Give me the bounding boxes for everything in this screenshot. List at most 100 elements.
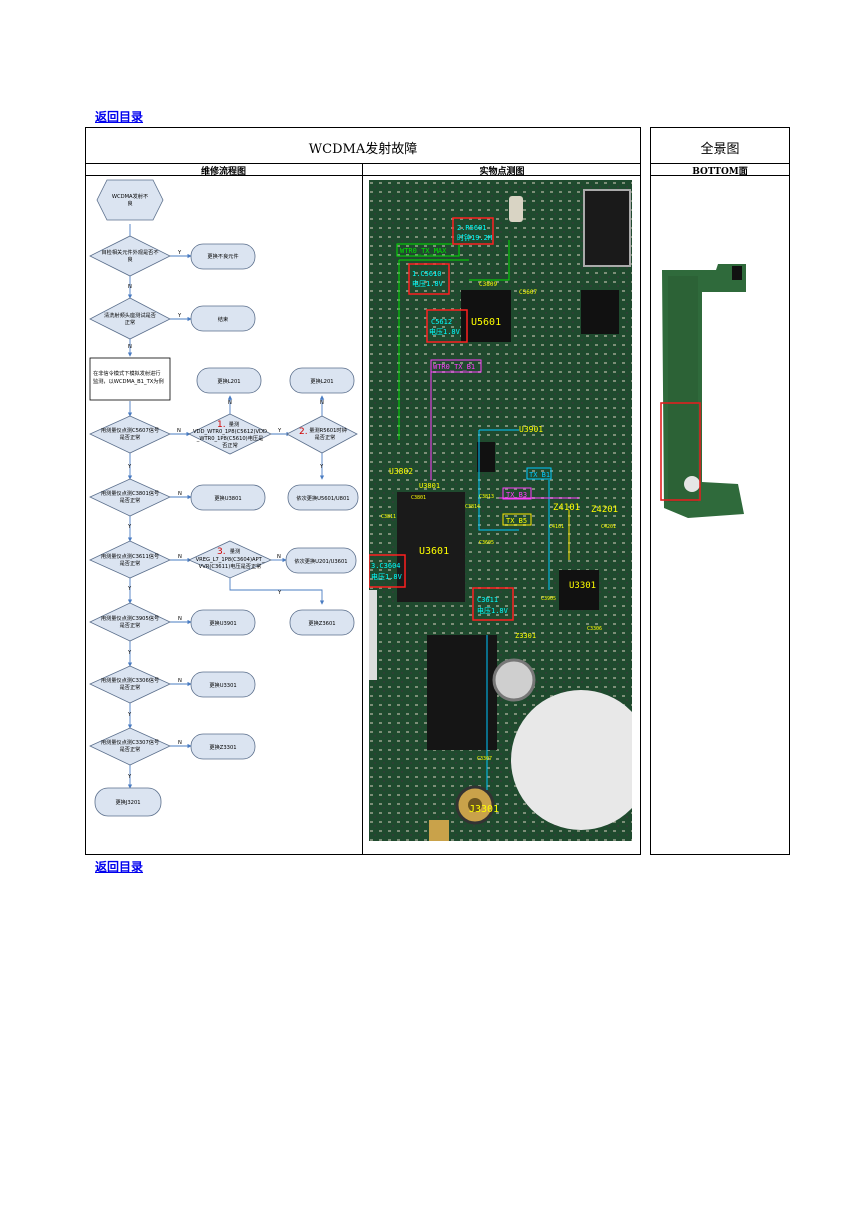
svg-text:2.R5601: 2.R5601 [457,224,487,232]
svg-text:电压1.8V: 电压1.8V [429,327,461,336]
back-to-toc-link-bottom[interactable]: 返回目录 [95,860,144,874]
result-replace-z3601: 更换Z3601 [289,609,355,636]
svg-text:更换Z3601: 更换Z3601 [308,619,335,627]
svg-text:用测量仪点测C3611信号: 用测量仪点测C3611信号 [101,552,159,560]
svg-text:VDD_WTR0_1P8(C5612)VDD: VDD_WTR0_1P8(C5612)VDD [193,429,267,435]
svg-text:电压1.8V: 电压1.8V [371,572,403,581]
svg-text:C4101: C4101 [549,524,564,530]
svg-text:否正常: 否正常 [222,441,238,449]
svg-text:用测量仪点测C5607信号: 用测量仪点测C5607信号 [101,426,159,434]
svg-text:更换U3301: 更换U3301 [209,681,236,689]
svg-text:Y: Y [127,464,132,470]
svg-text:更换L201: 更换L201 [217,377,240,385]
svg-text:更换Z3301: 更换Z3301 [209,743,236,751]
svg-text:C5612: C5612 [431,318,452,326]
svg-text:N: N [128,344,132,350]
svg-text:2.: 2. [299,427,308,437]
svg-text:更换L201: 更换L201 [310,377,333,385]
svg-text:C3611: C3611 [477,596,498,604]
svg-text:依次更换U5601/U801: 依次更换U5601/U801 [296,494,349,502]
svg-text:WCDMA发射不: WCDMA发射不 [112,192,148,200]
svg-text:更换U3801: 更换U3801 [214,494,241,502]
svg-text:C3814: C3814 [465,504,480,510]
col-header-flow: 维修流程图 [200,167,246,177]
decision-c3306: 用测量仪点测C3306信号 是否正常 [89,665,171,704]
svg-text:更换J3201: 更换J3201 [115,798,140,806]
svg-text:Z3301: Z3301 [515,632,536,640]
svg-text:C4201: C4201 [601,524,616,530]
result-replace-u3801: 更换U3801 [190,484,266,511]
result-replace-part: 更换不良元件 [190,243,256,270]
svg-text:依次更换U201/U3601: 依次更换U201/U3601 [294,557,347,565]
svg-text:N: N [228,400,232,406]
col-header-photo: 实物点测图 [479,167,525,177]
svg-text:N: N [277,554,281,560]
svg-text:C3605: C3605 [479,540,494,546]
pcb-measurement-photo: WTR0_TX_MAX 2.R5601 时钟19.2M 1.C5610 电压1.… [369,180,632,841]
svg-text:U3901: U3901 [519,425,543,434]
svg-text:是否正常: 是否正常 [315,433,336,441]
svg-text:N: N [178,491,182,497]
svg-text:结束: 结束 [218,315,228,323]
result-replace-l201-a: 更换L201 [196,367,262,394]
svg-text:是否正常: 是否正常 [120,621,141,629]
svg-text:良: 良 [127,199,132,207]
svg-text:Y: Y [127,650,132,656]
decision-c5607: 用测量仪点测C5607信号 是否正常 [89,415,171,454]
svg-text:WTR0_TX_B1: WTR0_TX_B1 [433,363,475,371]
svg-text:C3809: C3809 [479,281,497,288]
svg-text:良: 良 [127,255,132,263]
svg-text:N: N [178,740,182,746]
svg-text:用测量仪点测C3307信号: 用测量仪点测C3307信号 [101,738,159,746]
main-table [85,127,641,855]
divider [85,175,641,176]
svg-text:N: N [178,554,182,560]
svg-text:U5601: U5601 [471,317,501,328]
svg-text:N: N [178,678,182,684]
result-replace-u3901: 更换U3901 [190,609,256,636]
svg-text:是否正常: 是否正常 [120,745,141,753]
decision-vreg-voltage: 3. 量测 VREG_L7_1P8(C3604)APT_ VVR(C3611)电… [188,540,272,579]
svg-text:是否正常: 是否正常 [120,559,141,567]
svg-text:1.C5610: 1.C5610 [412,270,442,278]
overview-title: 全景图 [700,142,740,157]
svg-text:Z4201: Z4201 [591,505,618,515]
svg-text:N: N [178,616,182,622]
flow-start: WCDMA发射不 良 [96,179,164,221]
svg-text:正常: 正常 [125,318,135,326]
overview-table [650,127,790,855]
svg-text:WTR0_TX_MAX: WTR0_TX_MAX [400,247,447,255]
svg-text:C3813: C3813 [479,494,494,500]
svg-text:Y: Y [127,586,132,592]
svg-text:量测R5601时钟: 量测R5601时钟 [309,426,347,434]
svg-text:量测: 量测 [230,547,240,555]
svg-text:量测: 量测 [229,420,239,428]
svg-text:用测量仪点测C3801信号: 用测量仪点测C3801信号 [101,489,159,497]
svg-text:1.: 1. [217,420,226,430]
svg-text:C5607: C5607 [519,289,537,296]
svg-text:电压1.8V: 电压1.8V [477,606,509,615]
decision-vdd-wtr-voltage: 1. 量测 VDD_WTR0_1P8(C5612)VDD _WTR0_1P8(C… [188,413,272,455]
svg-text:U3601: U3601 [419,546,449,557]
svg-text:Y: Y [177,313,182,319]
svg-text:C3801: C3801 [411,495,426,501]
svg-text:_WTR0_1P8(C5610)电压是: _WTR0_1P8(C5610)电压是 [196,434,264,442]
result-replace-u3301: 更换U3301 [190,671,256,698]
decision-c3611: 用测量仪点测C3611信号 是否正常 [89,540,171,579]
result-replace-z3301: 更换Z3301 [190,733,256,760]
result-replace-u201-u3601: 依次更换U201/U3601 [285,547,357,574]
svg-text:用测量仪点测C3306信号: 用测量仪点测C3306信号 [101,676,159,684]
result-replace-j3201: 更换J3201 [94,787,162,817]
svg-text:N: N [128,284,132,290]
svg-text:TX_B3: TX_B3 [506,491,527,499]
svg-text:Y: Y [177,250,182,256]
svg-text:在非信令模式下模拟发射进行: 在非信令模式下模拟发射进行 [93,369,160,377]
svg-text:U3301: U3301 [569,581,596,591]
svg-text:3.: 3. [217,547,226,557]
svg-text:时钟19.2M: 时钟19.2M [457,233,492,242]
back-to-toc-link-top[interactable]: 返回目录 [95,110,144,124]
svg-text:C3306: C3306 [587,626,602,632]
svg-text:Y: Y [277,590,282,596]
svg-text:U3801: U3801 [419,482,440,490]
table-title: WCDMA发射故障 [308,142,418,157]
